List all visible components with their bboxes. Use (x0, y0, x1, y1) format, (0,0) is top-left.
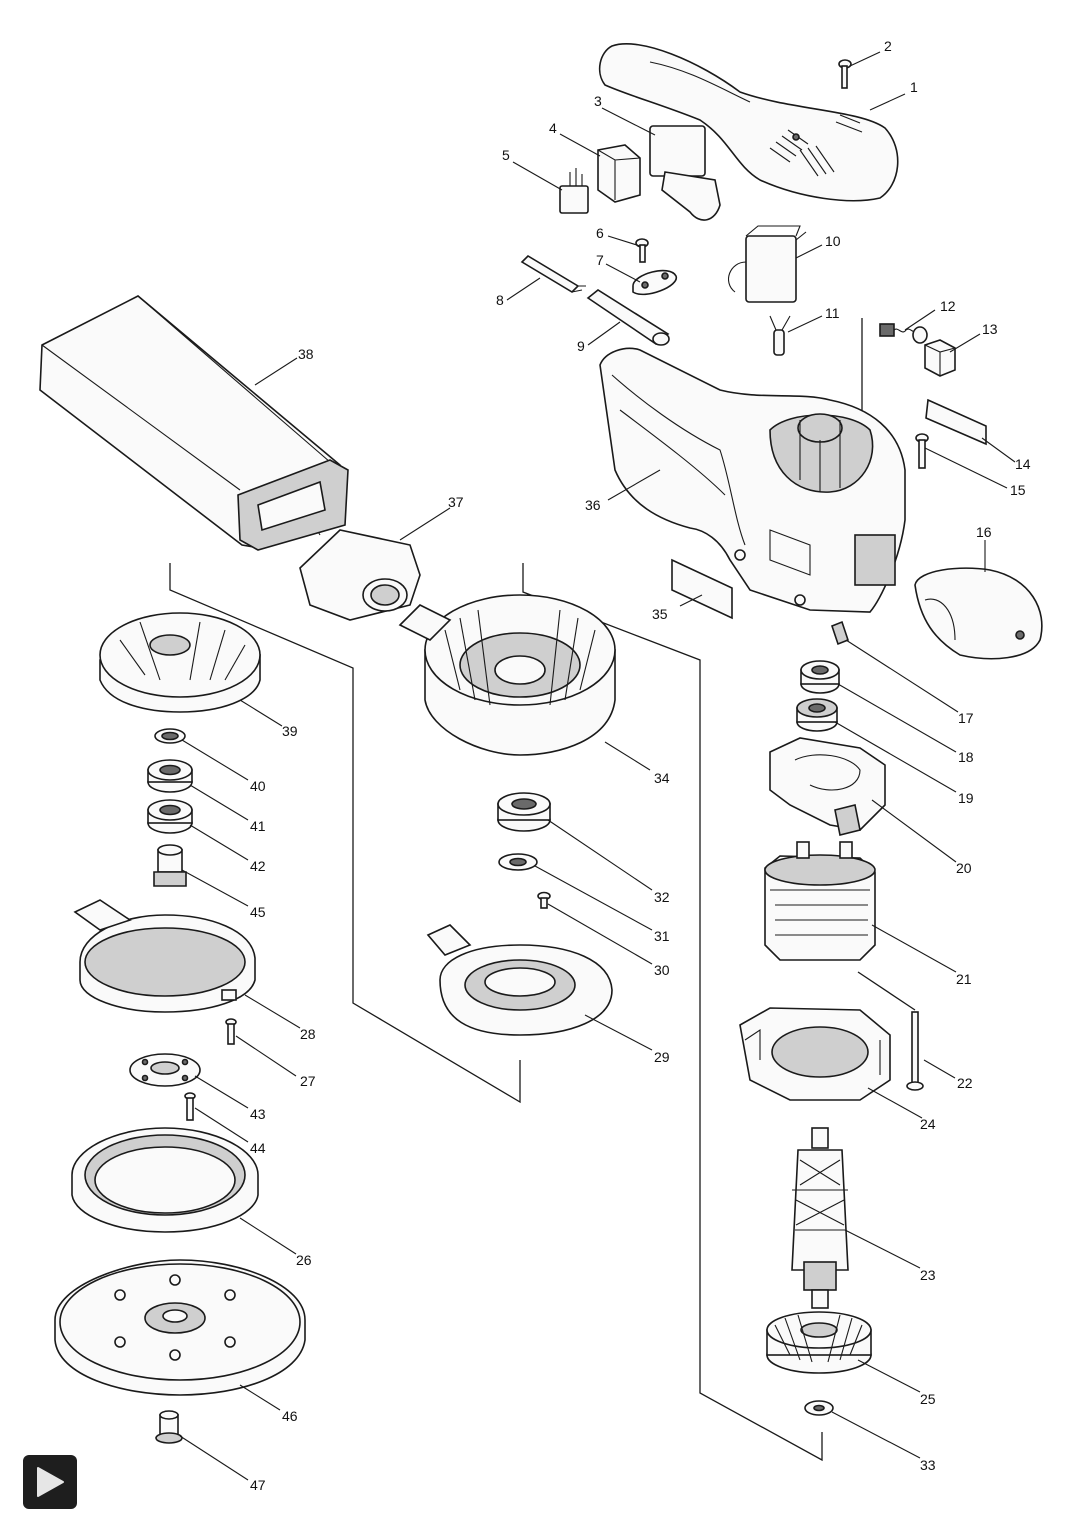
strain-relief-shape (632, 269, 677, 296)
screw-6-shape (635, 238, 649, 263)
callout-33: 33 (920, 1457, 936, 1473)
callout-14: 14 (1015, 456, 1031, 472)
play-icon (37, 1467, 64, 1497)
callout-21: 21 (956, 971, 972, 987)
dust-cover-shape (73, 899, 256, 1013)
callout-39: 39 (282, 723, 298, 739)
flat-washer-33-shape (804, 1400, 834, 1416)
ball-bearing-42-shape (147, 799, 193, 834)
callout-15: 15 (1010, 482, 1026, 498)
callout-20: 20 (956, 860, 972, 876)
callout-6: 6 (596, 225, 604, 241)
screw-30-shape (537, 891, 551, 909)
clip-shape (831, 620, 849, 646)
callout-45: 45 (250, 904, 266, 920)
ball-bearing-19-shape (796, 698, 838, 732)
callout-25: 25 (920, 1391, 936, 1407)
fan-shape (766, 1311, 872, 1374)
callout-29: 29 (654, 1049, 670, 1065)
rear-cover-shape (914, 567, 1043, 660)
callout-13: 13 (982, 321, 998, 337)
cord-shape (520, 254, 586, 294)
connector-shape (769, 315, 791, 356)
callout-2: 2 (884, 38, 892, 54)
callout-47: 47 (250, 1477, 266, 1493)
callout-numbers: 1 2 3 4 5 6 7 8 9 10 11 12 13 14 15 16 1… (250, 38, 1031, 1493)
callout-1: 1 (910, 79, 918, 95)
flange-bolt-shape (155, 1410, 183, 1444)
callout-42: 42 (250, 858, 266, 874)
retaining-ring-shape (154, 728, 186, 744)
label-14-shape (925, 398, 987, 446)
next-page-button[interactable] (23, 1455, 77, 1509)
callout-36: 36 (585, 497, 601, 513)
ball-bearing-41-shape (147, 759, 193, 793)
carbon-brush-shape (879, 323, 928, 344)
screw-2-shape (838, 59, 852, 89)
name-plate-shape (671, 558, 733, 620)
callout-26: 26 (296, 1252, 312, 1268)
callout-30: 30 (654, 962, 670, 978)
field-shape (764, 841, 876, 961)
callout-11: 11 (825, 305, 840, 321)
balancer-fan-shape (99, 612, 261, 713)
ball-bearing-18-shape (800, 660, 840, 694)
gear-housing-shape (398, 594, 616, 756)
brush-holder-shape (924, 339, 956, 377)
flat-washer-31-shape (498, 853, 538, 871)
callout-31: 31 (654, 928, 670, 944)
callout-23: 23 (920, 1267, 936, 1283)
noise-suppressor-shape (728, 225, 807, 303)
callout-17: 17 (958, 710, 974, 726)
callout-7: 7 (596, 252, 604, 268)
callout-38: 38 (298, 346, 314, 362)
pan-head-screw-shape (906, 1011, 924, 1091)
callout-22: 22 (957, 1075, 973, 1091)
callout-19: 19 (958, 790, 974, 806)
callout-46: 46 (282, 1408, 298, 1424)
pad-plate-shape (129, 1053, 201, 1087)
callout-41: 41 (250, 818, 266, 834)
armature-shape (791, 1127, 849, 1309)
ball-bearing-32-shape (497, 792, 551, 832)
callout-5: 5 (502, 147, 510, 163)
callout-43: 43 (250, 1106, 266, 1122)
callout-28: 28 (300, 1026, 316, 1042)
callout-40: 40 (250, 778, 266, 794)
callout-24: 24 (920, 1116, 936, 1132)
callout-10: 10 (825, 233, 841, 249)
screw-44-shape (184, 1092, 196, 1121)
callout-4: 4 (549, 120, 557, 136)
callout-12: 12 (940, 298, 956, 314)
switch-shape (649, 125, 721, 221)
callout-3: 3 (594, 93, 602, 109)
callout-32: 32 (654, 889, 670, 905)
cord-guard-shape (586, 289, 670, 346)
callout-18: 18 (958, 749, 974, 765)
motor-housing-shape (599, 347, 906, 613)
dust-nozzle-shape (299, 519, 421, 621)
callout-34: 34 (654, 770, 670, 786)
callout-27: 27 (300, 1073, 316, 1089)
baffle-plate-shape (739, 1007, 891, 1101)
callout-8: 8 (496, 292, 504, 308)
dust-bag-shape (39, 295, 349, 551)
callout-44: 44 (250, 1140, 266, 1156)
callout-35: 35 (652, 606, 668, 622)
housing-cover-shape (598, 43, 899, 202)
callout-16: 16 (976, 524, 992, 540)
backing-pad-shape (54, 1259, 306, 1396)
hex-nut-shape (153, 844, 187, 887)
leader-lines (179, 51, 1016, 1481)
screw-15-shape (915, 433, 929, 469)
callout-37: 37 (448, 494, 464, 510)
pad-guard-ring-shape (71, 1127, 259, 1233)
callout-9: 9 (577, 338, 585, 354)
screw-27-shape (225, 1018, 237, 1045)
capacitor-shape (559, 168, 589, 214)
insulation-washer-shape (769, 737, 886, 836)
controller-shape (597, 144, 641, 203)
bearing-box-shape (426, 924, 613, 1036)
